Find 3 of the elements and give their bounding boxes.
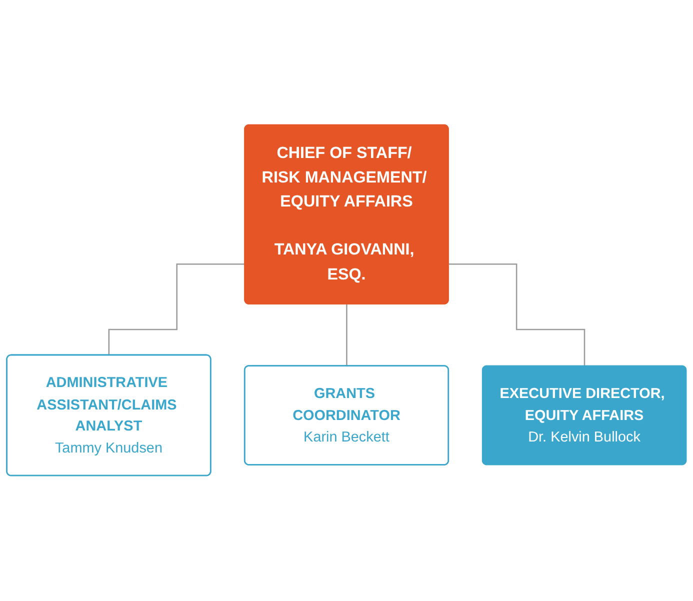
connector — [346, 304, 348, 368]
connector — [108, 264, 246, 356]
connector — [448, 264, 586, 368]
